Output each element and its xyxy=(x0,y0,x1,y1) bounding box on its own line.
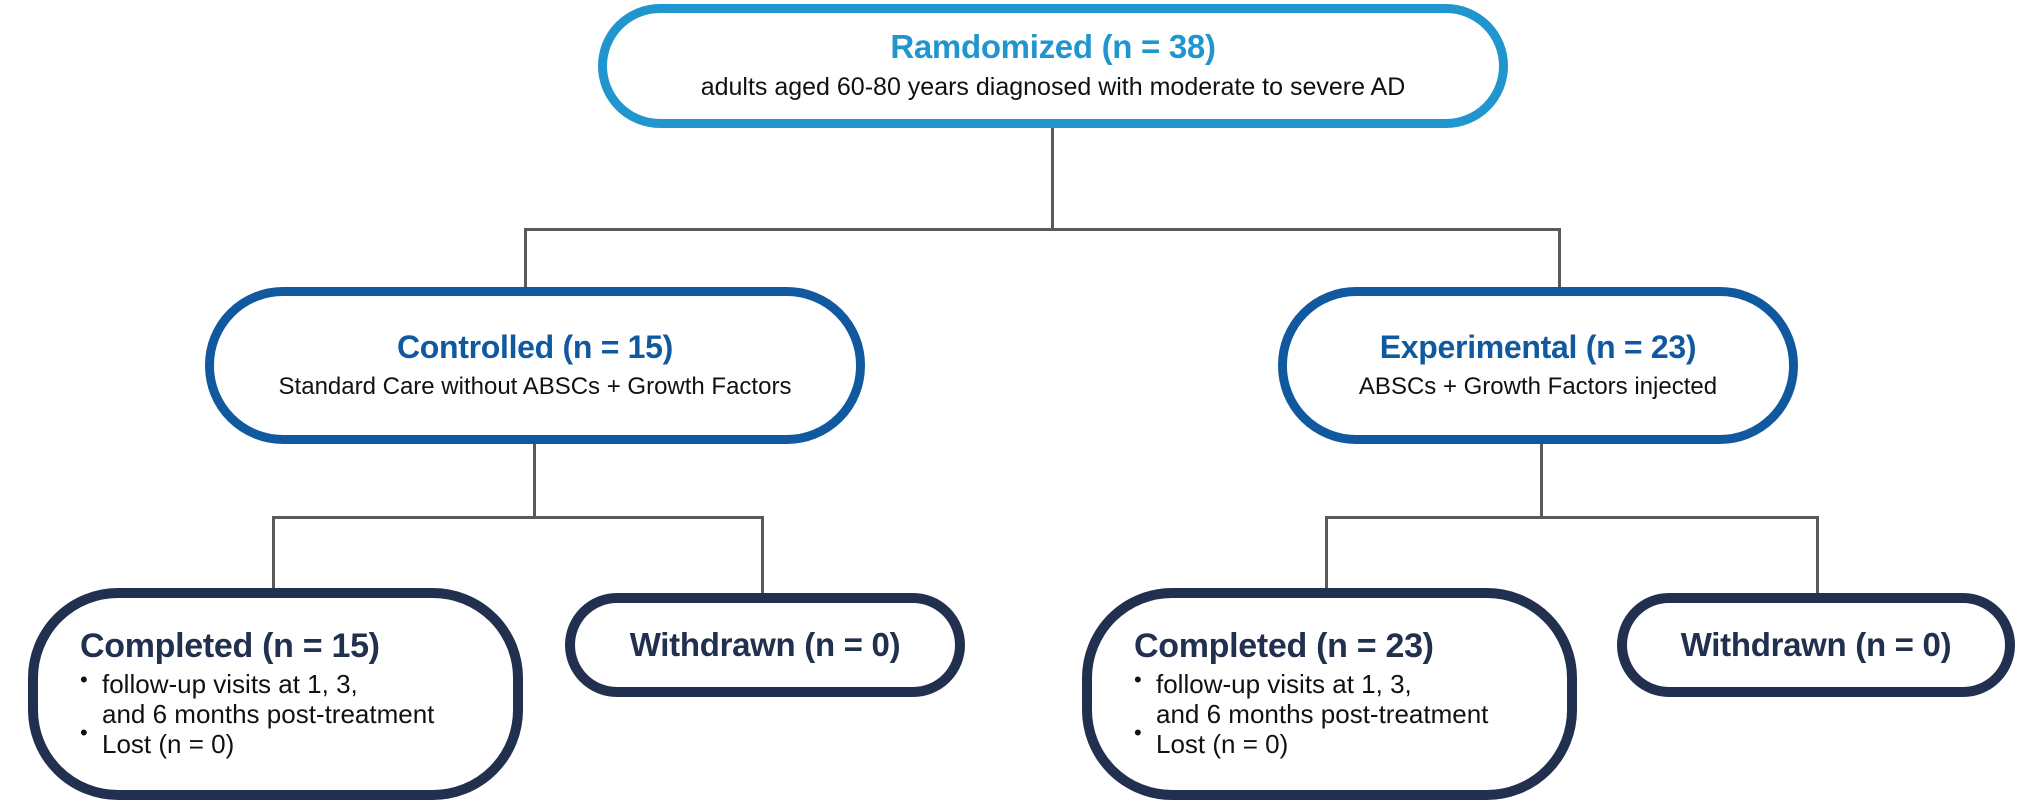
node-randomized: Ramdomized (n = 38) adults aged 60-80 ye… xyxy=(598,4,1508,128)
node-completed-right-bullets: follow-up visits at 1, 3, and 6 months p… xyxy=(1134,667,1488,759)
list-item: follow-up visits at 1, 3, and 6 months p… xyxy=(1134,667,1488,729)
node-completed-right-title: Completed (n = 23) xyxy=(1134,626,1434,665)
connector-to-completed-left xyxy=(272,516,275,592)
connector-right-bus xyxy=(1325,516,1819,519)
node-randomized-subtitle: adults aged 60-80 years diagnosed with m… xyxy=(700,73,1406,102)
list-item: Lost (n = 0) xyxy=(1134,720,1488,759)
node-completed-right: Completed (n = 23) follow-up visits at 1… xyxy=(1082,588,1577,800)
connector-controlled-stem xyxy=(533,444,536,518)
connector-left-bus xyxy=(272,516,764,519)
connector-to-completed-right xyxy=(1325,516,1328,592)
node-withdrawn-left-title: Withdrawn (n = 0) xyxy=(629,625,901,663)
connector-randomized-stem xyxy=(1051,128,1054,230)
connector-experimental-stem xyxy=(1540,444,1543,518)
node-withdrawn-right-title: Withdrawn (n = 0) xyxy=(1680,625,1952,663)
node-controlled-title: Controlled (n = 15) xyxy=(396,328,674,365)
list-item: follow-up visits at 1, 3, and 6 months p… xyxy=(80,667,434,729)
node-controlled-subtitle: Standard Care without ABSCs + Growth Fac… xyxy=(278,372,792,400)
connector-to-controlled xyxy=(524,228,527,289)
node-randomized-title: Ramdomized (n = 38) xyxy=(890,27,1216,65)
connector-to-experimental xyxy=(1558,228,1561,289)
connector-to-withdrawn-left xyxy=(761,516,764,596)
connector-to-withdrawn-right xyxy=(1816,516,1819,596)
node-completed-left-title: Completed (n = 15) xyxy=(80,626,380,665)
connector-top-bus xyxy=(524,228,1561,231)
node-completed-left: Completed (n = 15) follow-up visits at 1… xyxy=(28,588,523,800)
node-withdrawn-left: Withdrawn (n = 0) xyxy=(565,593,965,697)
node-experimental: Experimental (n = 23) ABSCs + Growth Fac… xyxy=(1278,287,1798,444)
node-experimental-title: Experimental (n = 23) xyxy=(1379,328,1697,365)
node-experimental-subtitle: ABSCs + Growth Factors injected xyxy=(1358,372,1718,400)
list-item: Lost (n = 0) xyxy=(80,720,434,759)
node-withdrawn-right: Withdrawn (n = 0) xyxy=(1617,593,2015,697)
node-completed-left-bullets: follow-up visits at 1, 3, and 6 months p… xyxy=(80,667,434,759)
node-controlled: Controlled (n = 15) Standard Care withou… xyxy=(205,287,865,444)
